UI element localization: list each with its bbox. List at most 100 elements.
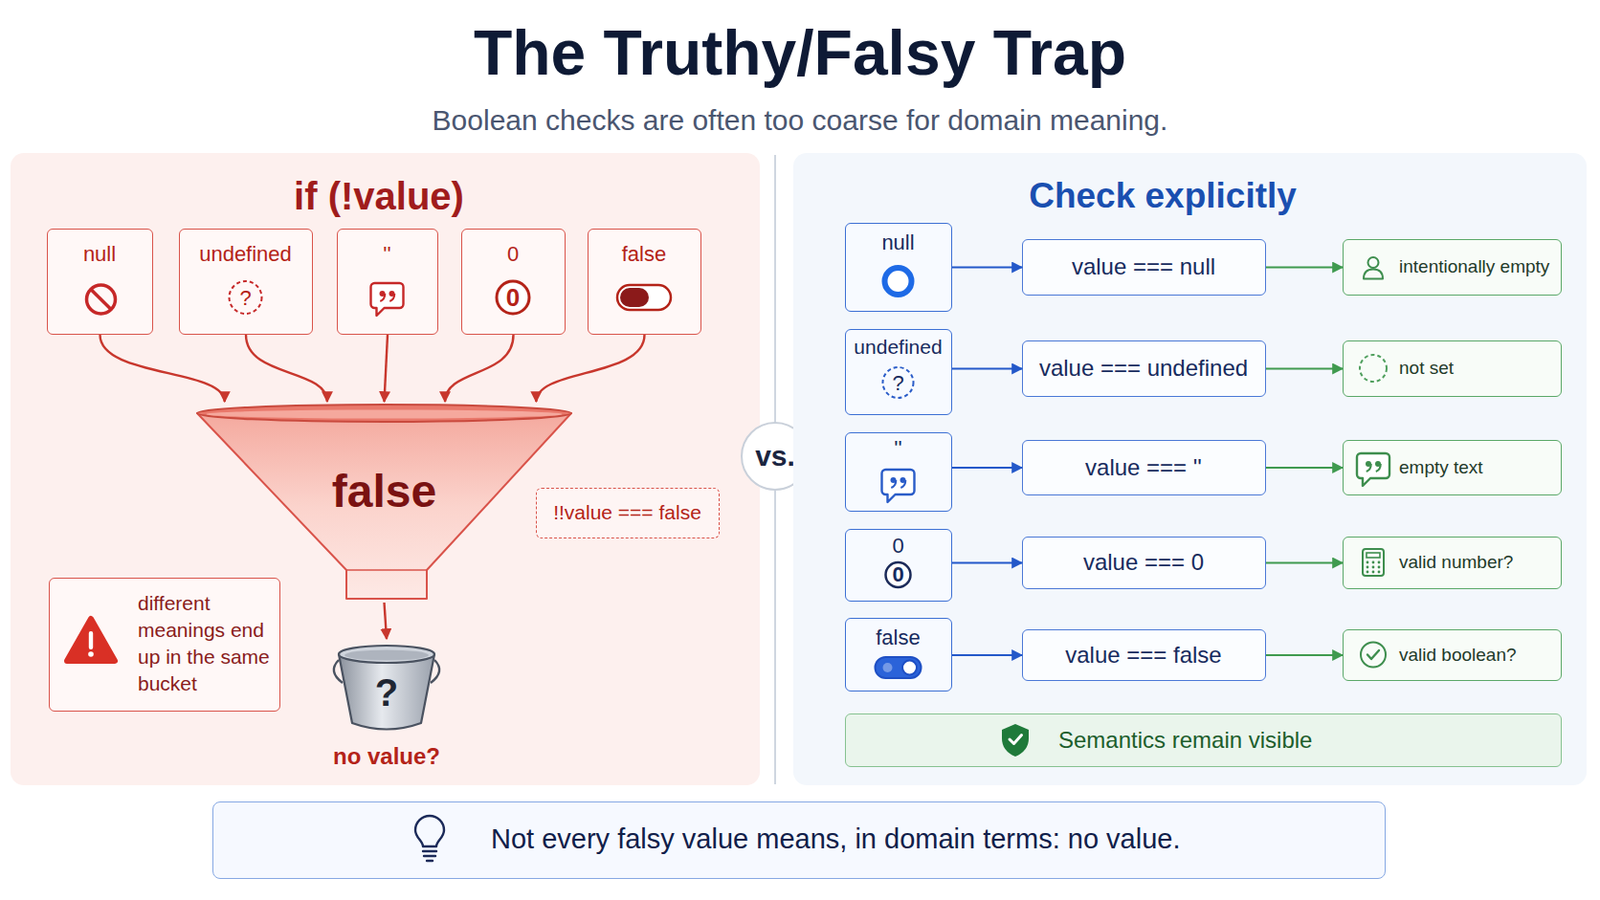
node-label: valid number? — [1399, 537, 1562, 588]
node-label: undefined — [179, 241, 312, 268]
icon-circle — [1368, 257, 1379, 268]
icon-line — [90, 288, 112, 310]
icon-circle — [1366, 566, 1370, 570]
node-label: value === 0 — [1022, 537, 1265, 588]
node-label: 0 — [462, 241, 564, 268]
icon-path — [371, 283, 404, 316]
falsy-value-box: null — [46, 228, 154, 335]
node-label: Check explicitly — [793, 174, 1533, 219]
falsy-value-box: '' — [336, 228, 439, 335]
connector-arrow — [384, 334, 389, 402]
node-label: ? — [321, 668, 452, 717]
takeaway-box: Not every falsy value means, in domain t… — [212, 801, 1386, 880]
icon-line — [346, 569, 427, 572]
icon-line — [426, 860, 433, 863]
icon-line — [422, 850, 437, 853]
node-label: !!value === false — [536, 488, 718, 537]
icon-path — [1376, 464, 1381, 472]
node-label: valid boolean? — [1399, 630, 1562, 680]
node-label: if (!value) — [10, 172, 748, 221]
node-sublabel: no value? — [321, 742, 452, 772]
node-label: value === undefined — [1022, 341, 1265, 396]
explicit-panel: Check explicitly null value === null intent… — [793, 153, 1587, 786]
icon-path — [66, 619, 115, 662]
icon-circle — [1377, 566, 1381, 570]
falsy-value-box: 00 — [461, 228, 566, 335]
icon-rect — [1362, 549, 1384, 577]
icon-rect — [1366, 553, 1380, 558]
node-label: intentionally empty — [1399, 240, 1562, 294]
diagram-subtitle: Boolean checks are often too coarse for … — [0, 101, 1600, 140]
connector-arrow — [1266, 562, 1343, 565]
icon-path — [882, 469, 915, 503]
icon-path — [1363, 269, 1383, 280]
icon-rect — [88, 631, 93, 650]
connector-arrow — [952, 562, 1023, 565]
check-box: value === undefined — [1022, 340, 1267, 398]
icon-circle — [1372, 571, 1376, 575]
node-label: false — [845, 624, 951, 652]
icon-circle — [1366, 571, 1370, 575]
connector-arrow — [1266, 368, 1343, 371]
node-label: undefined — [845, 334, 951, 360]
bucket: ? no value? — [321, 639, 452, 774]
result-box: intentionally empty — [1342, 239, 1562, 296]
icon-circle — [1377, 571, 1381, 575]
node-sublabel: ? — [179, 285, 312, 312]
icon-path — [1367, 650, 1379, 660]
connector-arrow — [535, 334, 645, 402]
icon-circle — [87, 285, 116, 314]
node-sublabel: 0 — [462, 282, 564, 314]
icon-path — [415, 816, 445, 847]
node-label: null — [845, 229, 951, 257]
connector-arrow — [100, 334, 225, 402]
warning-box: different meanings end up in the same bu… — [48, 577, 281, 712]
node-label: false — [194, 463, 575, 521]
diagram-title: The Truthy/Falsy Trap — [0, 13, 1600, 92]
node-label: value === '' — [1022, 441, 1265, 494]
connector-arrow — [952, 654, 1023, 657]
connector-arrow — [952, 466, 1023, 469]
icon-circle — [883, 663, 893, 673]
falsy-value-box: undefined? — [178, 228, 313, 335]
connector-arrow — [952, 266, 1023, 269]
icon-path — [900, 480, 906, 489]
node-label: '' — [337, 241, 437, 268]
node-label: value === false — [1022, 630, 1265, 680]
connector-arrow — [245, 334, 328, 402]
value-type-box: false — [844, 618, 953, 692]
icon-path — [1366, 464, 1372, 472]
funnel: false — [194, 401, 575, 603]
icon-circle — [1366, 561, 1370, 565]
connector-arrow — [384, 602, 388, 640]
result-box: valid boolean? — [1342, 629, 1562, 682]
value-type-box: null — [844, 222, 953, 312]
icon-path — [890, 480, 896, 489]
connector-arrow — [1266, 654, 1343, 657]
icon-circle — [1377, 561, 1381, 565]
icon-circle — [885, 267, 912, 295]
result-box: not set — [1342, 340, 1562, 398]
value-type-box: '' — [844, 432, 953, 512]
icon-circle — [1359, 355, 1387, 382]
icon-rect — [620, 288, 649, 308]
result-box: empty text — [1342, 440, 1562, 496]
connector-arrow — [1266, 266, 1343, 269]
check-box: value === null — [1022, 239, 1267, 296]
node-label: value === null — [1022, 240, 1265, 294]
icon-circle — [1372, 561, 1376, 565]
summary-box: Semantics remain visible — [844, 713, 1562, 768]
icon-rect — [617, 285, 671, 311]
node-label: null — [47, 241, 152, 268]
check-box: value === '' — [1022, 440, 1267, 496]
connector-arrow — [444, 334, 513, 402]
result-box: valid number? — [1342, 536, 1562, 590]
icon-path — [379, 293, 385, 302]
node-label: different meanings end up in the same bu… — [137, 590, 274, 698]
icon-rect — [875, 657, 922, 679]
falsy-panel: if (!value)nullundefined?''00falsefalse!… — [10, 153, 760, 786]
node-sublabel: ? — [845, 370, 951, 398]
connector-arrow — [952, 368, 1023, 371]
node-label: '' — [845, 435, 951, 463]
